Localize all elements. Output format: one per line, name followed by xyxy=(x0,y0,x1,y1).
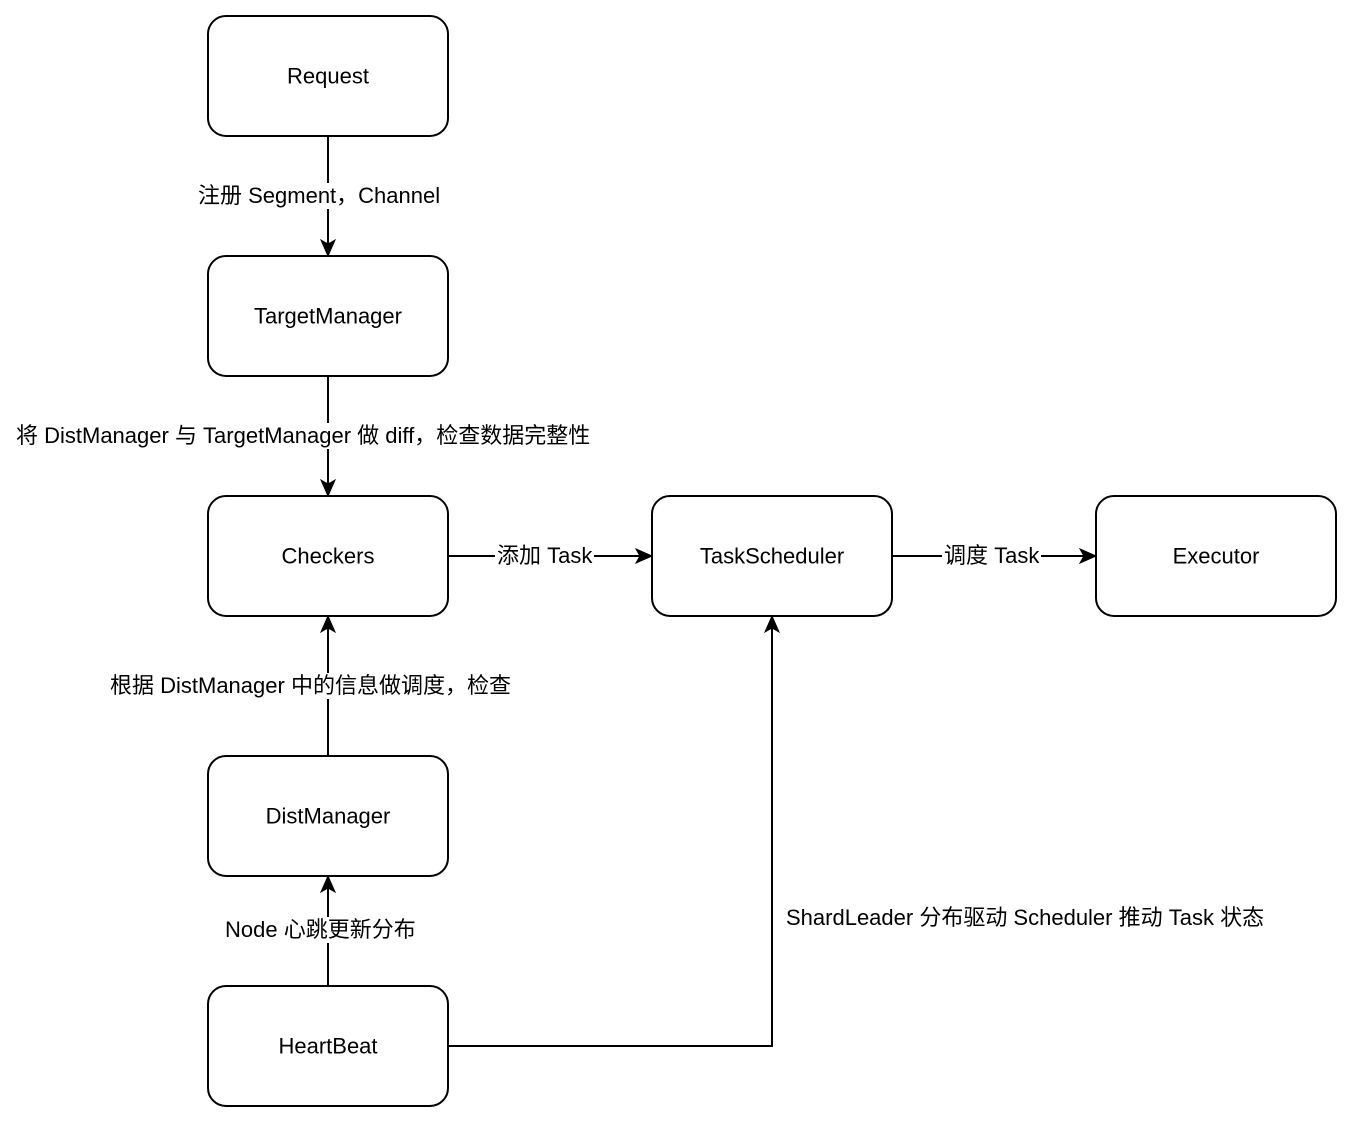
edge-label-request-to-target: 注册 Segment，Channel xyxy=(196,183,443,209)
node-dist-manager-label: DistManager xyxy=(266,804,391,829)
node-heartbeat: HeartBeat xyxy=(207,985,449,1107)
edge-label-checkers-to-scheduler: 添加 Task xyxy=(495,543,595,569)
node-heartbeat-label: HeartBeat xyxy=(278,1034,377,1059)
node-task-scheduler: TaskScheduler xyxy=(651,495,893,617)
edge-label-target-to-checkers: 将 DistManager 与 TargetManager 做 diff，检查数… xyxy=(14,423,593,449)
node-executor: Executor xyxy=(1095,495,1337,617)
node-task-scheduler-label: TaskScheduler xyxy=(700,544,844,569)
edge-label-dist-to-checkers: 根据 DistManager 中的信息做调度，检查 xyxy=(108,673,513,699)
node-target-manager: TargetManager xyxy=(207,255,449,377)
node-target-manager-label: TargetManager xyxy=(254,304,402,329)
node-request-label: Request xyxy=(287,64,369,89)
node-executor-label: Executor xyxy=(1173,544,1260,569)
node-request: Request xyxy=(207,15,449,137)
edge-heartbeat-to-scheduler xyxy=(448,614,781,1047)
node-checkers: Checkers xyxy=(207,495,449,617)
edge-label-heartbeat-to-scheduler: ShardLeader 分布驱动 Scheduler 推动 Task 状态 xyxy=(784,905,1267,931)
node-checkers-label: Checkers xyxy=(282,544,375,569)
edge-label-heartbeat-to-dist: Node 心跳更新分布 xyxy=(223,917,418,943)
edge-label-scheduler-to-executor: 调度 Task xyxy=(942,543,1042,569)
node-dist-manager: DistManager xyxy=(207,755,449,877)
